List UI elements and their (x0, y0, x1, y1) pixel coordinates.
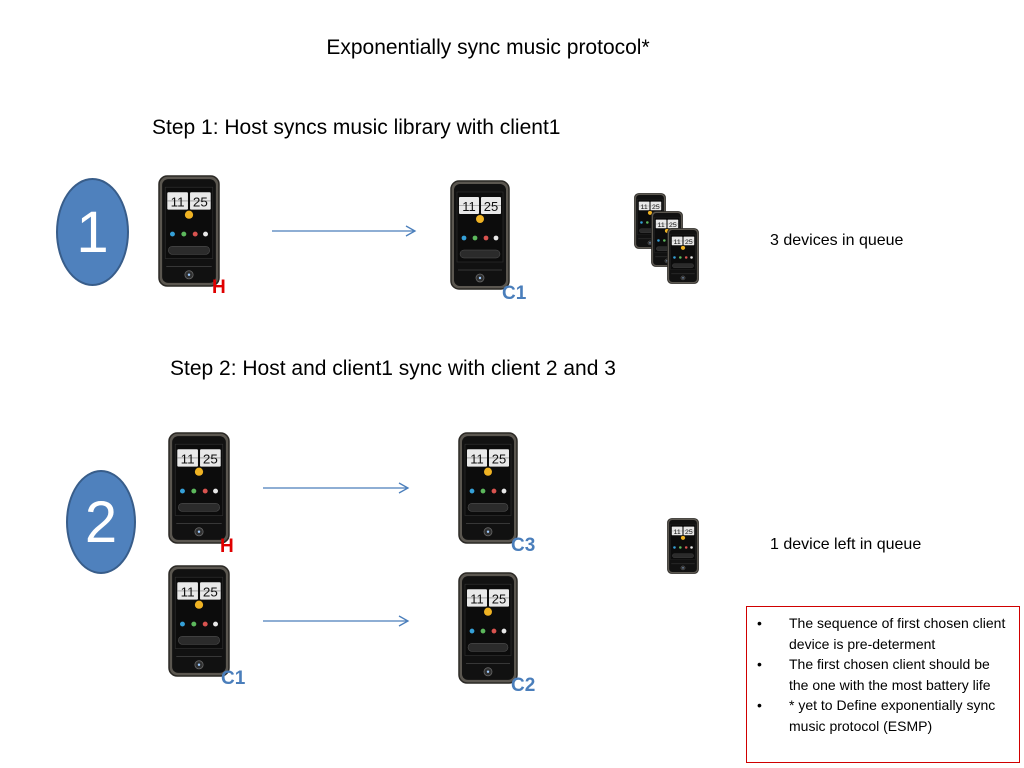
host-phone-icon-step2: 11 25 (168, 432, 230, 544)
step1-sync-arrow (272, 225, 417, 237)
svg-text:25: 25 (685, 239, 693, 246)
slide-title: Exponentially sync music protocol* (326, 36, 650, 59)
step2-client3-tag: C3 (511, 535, 536, 556)
step2-queue-status: 1 device left in queue (770, 536, 922, 553)
step2-number-circle: 2 (66, 470, 136, 574)
client1-to-client2-arrow (263, 615, 410, 627)
svg-text:11: 11 (674, 529, 681, 536)
step1-client-tag: C1 (502, 283, 527, 304)
svg-text:25: 25 (652, 204, 660, 211)
host-to-client3-arrow (263, 482, 410, 494)
svg-text:25: 25 (685, 529, 693, 536)
client3-phone-icon: 11 25 (458, 432, 518, 544)
note-item: • The first chosen client should be the o… (747, 654, 1019, 695)
smartphone-icon: 11 25 (450, 180, 510, 290)
bullet-icon: • (757, 697, 762, 713)
note-item: • The sequence of first chosen client dev… (747, 613, 1019, 654)
host-phone-icon: 11 25 (158, 175, 220, 287)
step2-client2-tag: C2 (511, 675, 536, 696)
smartphone-icon: 11 25 (158, 175, 220, 287)
note-text: The first chosen client should be the on… (789, 656, 991, 693)
svg-text:25: 25 (484, 199, 498, 214)
smartphone-icon: 11 25 (667, 518, 699, 574)
note-text: * yet to Define exponentially sync music… (789, 697, 996, 734)
step1-host-tag: H (212, 277, 226, 298)
step2-host-tag: H (220, 536, 234, 557)
step1-heading: Step 1: Host syncs music library with cl… (152, 116, 561, 139)
svg-text:11: 11 (674, 239, 681, 246)
svg-text:11: 11 (470, 591, 483, 606)
svg-text:25: 25 (669, 222, 677, 229)
step2-number: 2 (84, 489, 118, 555)
smartphone-icon: 11 25 (667, 228, 699, 284)
step2-client1-tag: C1 (221, 668, 246, 689)
svg-text:11: 11 (462, 199, 476, 214)
note-item: • * yet to Define exponentially sync musi… (747, 695, 1019, 736)
svg-text:11: 11 (171, 195, 185, 210)
svg-text:25: 25 (203, 585, 218, 600)
bullet-icon: • (757, 656, 762, 672)
svg-text:11: 11 (181, 452, 195, 467)
step1-number: 1 (76, 199, 109, 265)
svg-text:25: 25 (492, 591, 506, 606)
smartphone-icon: 11 25 (458, 572, 518, 684)
svg-text:11: 11 (641, 204, 648, 211)
smartphone-icon: 11 25 (168, 432, 230, 544)
notes-box: • The sequence of first chosen client dev… (746, 606, 1020, 763)
smartphone-icon: 11 25 (458, 432, 518, 544)
smartphone-icon: 11 25 (168, 565, 230, 677)
step1-queue-status: 3 devices in queue (770, 232, 904, 249)
svg-text:11: 11 (181, 585, 195, 600)
svg-text:25: 25 (193, 195, 208, 210)
client1-phone-icon-step2: 11 25 (168, 565, 230, 677)
notes-list: • The sequence of first chosen client dev… (747, 613, 1019, 736)
svg-text:11: 11 (470, 451, 483, 466)
note-text: The sequence of first chosen client devi… (789, 615, 1006, 652)
svg-text:25: 25 (203, 452, 218, 467)
step2-heading: Step 2: Host and client1 sync with clien… (170, 357, 616, 380)
svg-text:11: 11 (658, 222, 665, 229)
queue-phone-icon-3: 11 25 (667, 228, 699, 284)
client2-phone-icon: 11 25 (458, 572, 518, 684)
bullet-icon: • (757, 615, 762, 631)
client1-phone-icon: 11 25 (450, 180, 510, 290)
remaining-queue-phone-icon: 11 25 (667, 518, 699, 574)
svg-text:25: 25 (492, 451, 506, 466)
step1-number-circle: 1 (56, 178, 129, 286)
